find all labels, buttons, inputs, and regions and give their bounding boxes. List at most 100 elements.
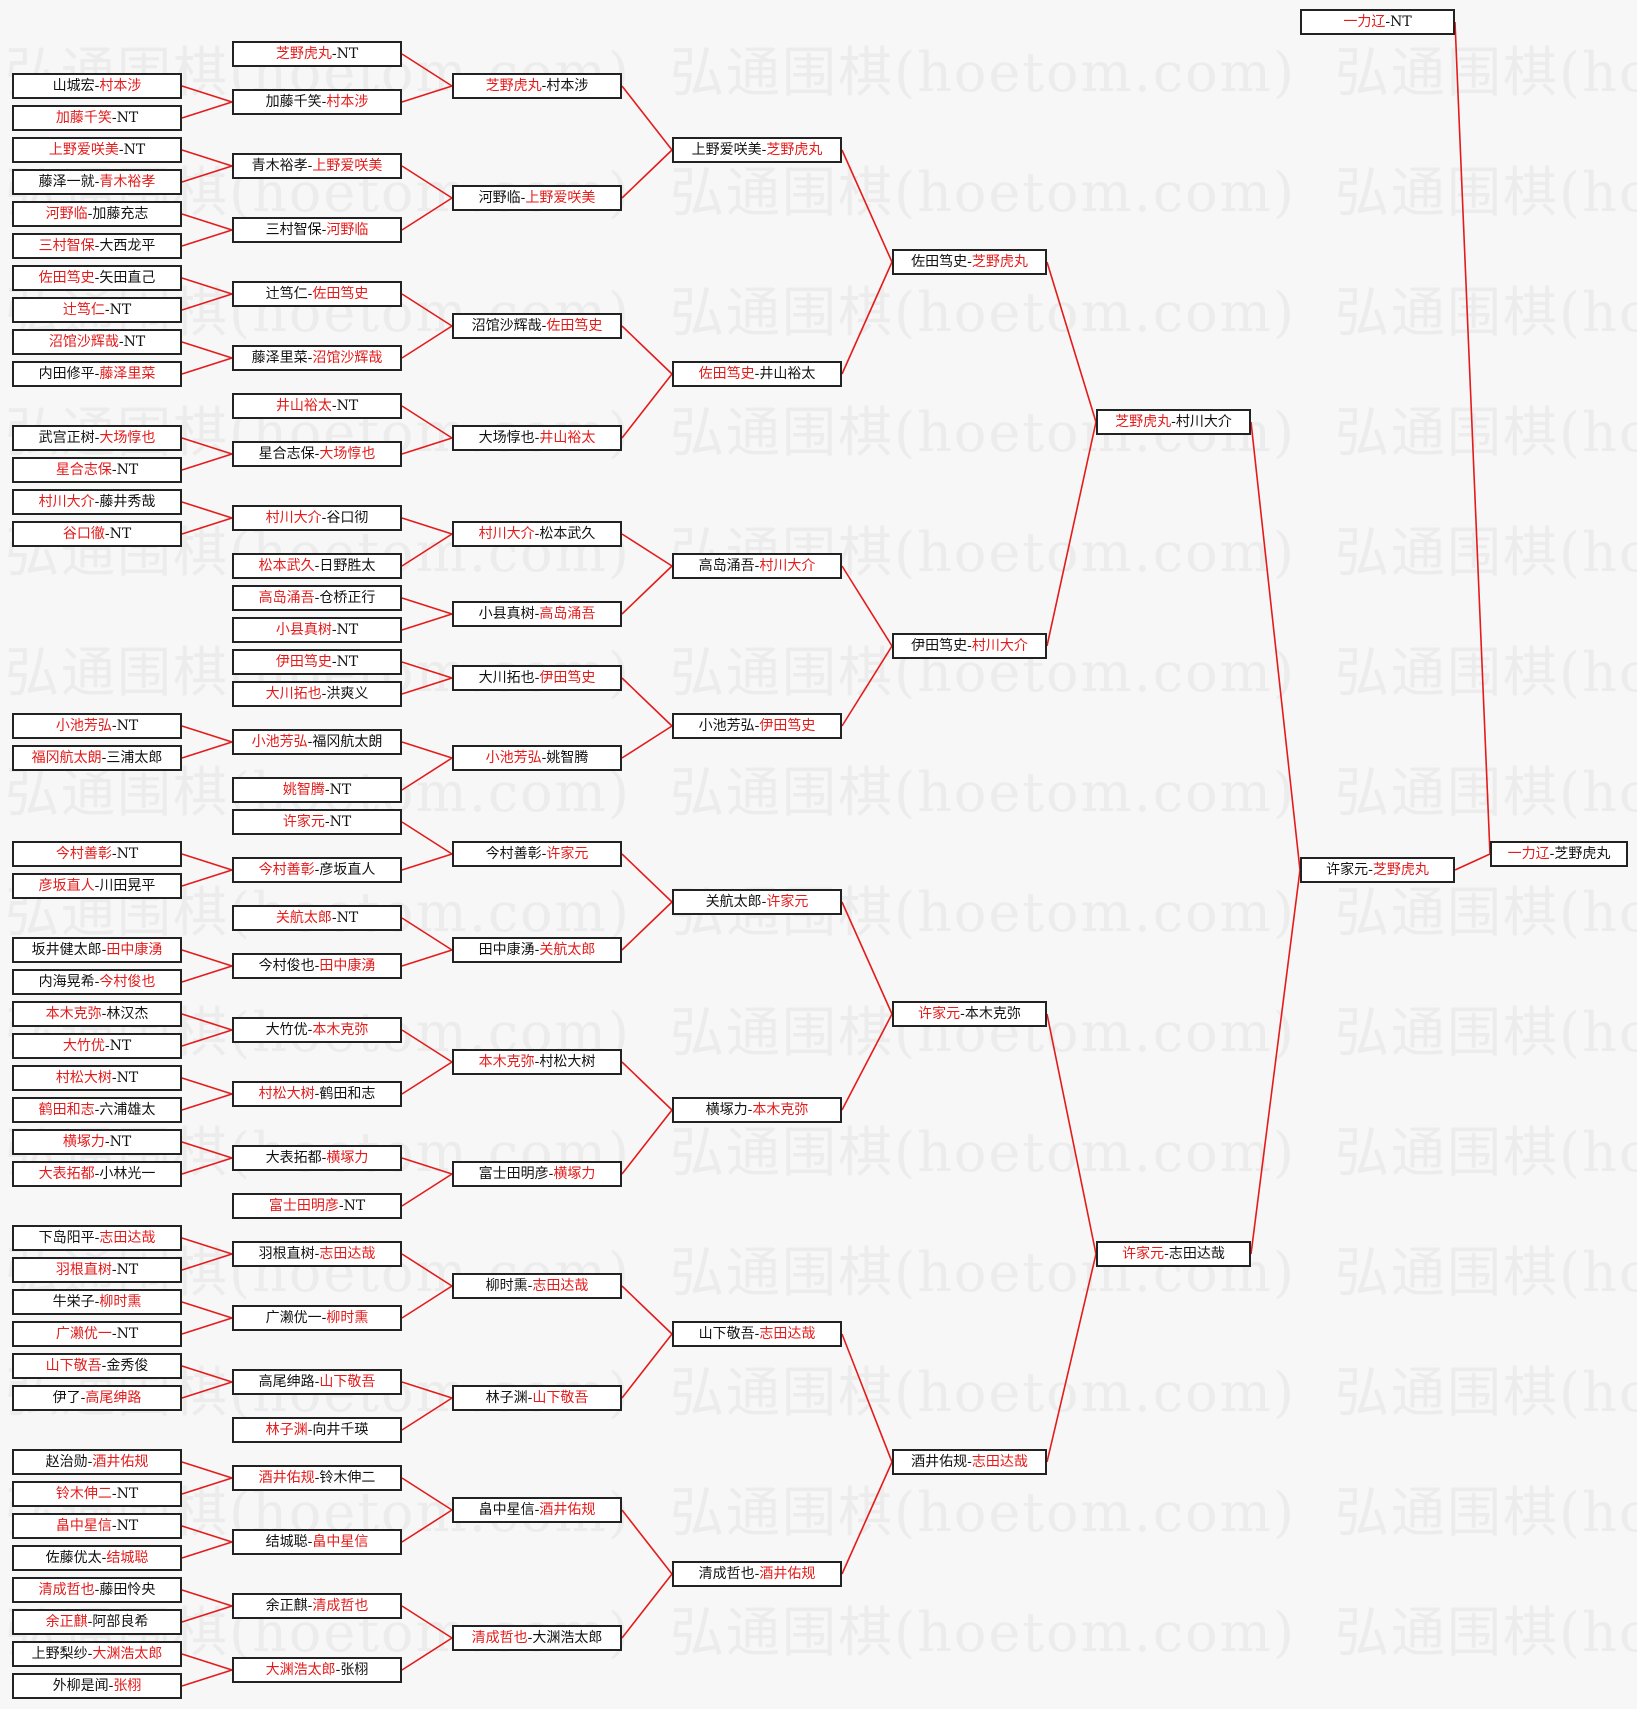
match-box: 田中康湧-关航太郎 — [452, 937, 622, 963]
connector-line — [1454, 21, 1491, 855]
separator: - — [754, 366, 760, 382]
player-two: 柳时熏 — [99, 1294, 142, 1310]
player-two: 芝野虎丸 — [1372, 862, 1429, 878]
player-two: NT — [1390, 14, 1412, 30]
player-one: 小池芳弘 — [251, 734, 308, 750]
player-one: 内海晃希 — [38, 974, 95, 990]
separator: - — [307, 734, 313, 750]
player-two: 村川大介 — [971, 638, 1028, 654]
player-two: 上野爱咲美 — [525, 190, 596, 206]
separator: - — [321, 94, 327, 110]
separator: - — [314, 590, 320, 606]
separator: - — [111, 1262, 117, 1278]
player-one: 高岛涌吾 — [698, 558, 755, 574]
player-one: 下岛阳平 — [38, 1230, 95, 1246]
match-box: 山下敬吾-金秀俊 — [12, 1353, 182, 1379]
player-one: 畠中星信 — [55, 1518, 112, 1534]
match-box: 武宫正树-大场惇也 — [12, 425, 182, 451]
match-box: 酒井佑规-铃木伸二 — [232, 1465, 402, 1491]
player-two: NT — [123, 334, 146, 350]
player-one: 广濑优一 — [55, 1326, 112, 1342]
player-two: NT — [329, 814, 352, 830]
player-one: 姚智腾 — [282, 782, 325, 798]
match-box: 姚智腾-NT — [232, 777, 402, 803]
connector-line — [841, 1461, 893, 1575]
connector-line — [401, 1157, 453, 1175]
match-box: 伊田笃史-村川大介 — [892, 633, 1047, 659]
player-one: 大表拓都 — [265, 1150, 322, 1166]
match-box: 上野爱咲美-NT — [12, 137, 182, 163]
player-two: 志田达哉 — [1168, 1246, 1225, 1262]
separator: - — [94, 238, 100, 254]
player-two: 大渊浩太郎 — [532, 1630, 603, 1646]
separator: - — [541, 846, 547, 862]
match-box: 大渊浩太郎-张栩 — [232, 1657, 402, 1683]
player-two: 藤泽里菜 — [99, 366, 156, 382]
connector-line — [621, 325, 673, 375]
match-box: 小县真树-NT — [232, 617, 402, 643]
player-one: 辻笃仁 — [265, 286, 308, 302]
player-one: 谷口徹 — [62, 526, 105, 542]
separator: - — [321, 686, 327, 702]
separator: - — [94, 1102, 100, 1118]
player-two: 仓桥正行 — [319, 590, 376, 606]
player-two: 志田达哉 — [319, 1246, 376, 1262]
connector-line — [181, 1013, 233, 1031]
separator: - — [967, 638, 972, 654]
player-one: 横塚力 — [62, 1134, 105, 1150]
separator: - — [314, 446, 320, 462]
connector-line — [181, 1477, 233, 1495]
separator: - — [111, 462, 117, 478]
player-one: 酒井佑规 — [258, 1470, 315, 1486]
player-one: 大渊浩太郎 — [265, 1662, 336, 1678]
match-box: 本木克弥-林汉杰 — [12, 1001, 182, 1027]
separator: - — [967, 254, 972, 270]
separator: - — [331, 910, 337, 926]
match-box: 羽根直树-志田达哉 — [232, 1241, 402, 1267]
separator: - — [108, 1678, 114, 1694]
connector-line — [841, 901, 893, 1015]
player-two: 柳时熏 — [326, 1310, 369, 1326]
connector-line — [181, 357, 233, 375]
separator: - — [534, 1054, 540, 1070]
player-one: 外柳是闻 — [52, 1678, 109, 1694]
player-one: 三村智保 — [265, 222, 322, 238]
connector-line — [401, 1253, 453, 1287]
connector-line — [621, 1285, 673, 1335]
separator: - — [307, 158, 313, 174]
player-one: 富士田明彦 — [268, 1198, 339, 1214]
separator: - — [1385, 14, 1391, 30]
connector-line — [401, 517, 453, 535]
connector-line — [181, 453, 233, 471]
match-box: 林子渊-山下敬吾 — [452, 1385, 622, 1411]
player-two: 矢田直己 — [99, 270, 156, 286]
player-two: NT — [116, 846, 139, 862]
player-two: 志田达哉 — [532, 1278, 589, 1294]
match-box: 河野临-上野爱咲美 — [452, 185, 622, 211]
separator: - — [94, 78, 100, 94]
match-box: 高岛涌吾-村川大介 — [672, 553, 842, 579]
separator: - — [527, 1278, 533, 1294]
connector-line — [181, 277, 233, 295]
connector-line — [181, 341, 233, 359]
match-box: 小池芳弘-伊田笃史 — [672, 713, 842, 739]
player-two: NT — [336, 398, 359, 414]
player-two: 志田达哉 — [99, 1230, 156, 1246]
player-one: 坂井健太郎 — [31, 942, 102, 958]
separator: - — [307, 1022, 313, 1038]
connector-line — [841, 1333, 893, 1463]
player-two: 高尾绅路 — [85, 1390, 142, 1406]
connector-line — [401, 949, 453, 967]
separator: - — [331, 622, 337, 638]
player-one: 内田修平 — [38, 366, 95, 382]
player-two: 高岛涌吾 — [539, 606, 596, 622]
player-one: 星合志保 — [258, 446, 315, 462]
separator: - — [541, 750, 547, 766]
player-one: 小池芳弘 — [55, 718, 112, 734]
connector-line — [401, 197, 453, 231]
connector-line — [401, 1509, 453, 1543]
player-one: 羽根直树 — [55, 1262, 112, 1278]
connector-line — [841, 149, 893, 263]
player-one: 富士田明彦 — [478, 1166, 549, 1182]
